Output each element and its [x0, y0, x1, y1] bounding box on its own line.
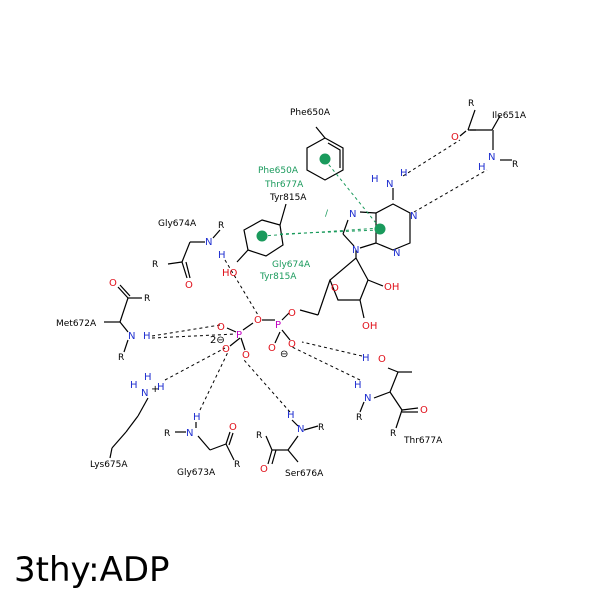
atom-label: O	[268, 343, 276, 354]
atom-label: R	[256, 431, 262, 441]
atom-label: /	[325, 209, 329, 219]
atom-label: O	[109, 278, 117, 289]
atom-label: R	[152, 260, 158, 270]
atom-label: H	[157, 382, 165, 393]
thr677-label: Thr677A	[403, 436, 443, 446]
atom-label: R	[512, 160, 518, 170]
atom-label: HO	[222, 268, 238, 279]
atom-label: H	[362, 353, 370, 364]
atom-label: N	[297, 424, 304, 435]
atom-label: OH	[384, 282, 399, 293]
atom-label: H	[287, 410, 295, 421]
atom-label: N	[128, 331, 135, 342]
atom-label: O	[288, 308, 296, 319]
tyr815-label: Tyr815A	[269, 193, 307, 203]
gly674-fragment	[167, 229, 221, 279]
atom-label: H	[478, 162, 486, 173]
atom-label: H	[354, 380, 362, 391]
lys675-fragment	[109, 397, 149, 459]
atom-label: O	[242, 350, 250, 361]
lys675-label: Lys675A	[90, 460, 128, 470]
gly673-fragment	[175, 422, 235, 461]
atom-label: ⊖	[280, 349, 288, 360]
atom-label: O	[217, 322, 225, 333]
tyr815-ring-centroid	[256, 230, 268, 242]
pi-label-gly674: Gly674A	[272, 260, 311, 270]
atom-labels: R O N H R H N H N N N N O OH OH R N H R …	[109, 99, 518, 475]
atom-label: O	[260, 464, 268, 475]
atom-label: N	[393, 248, 400, 259]
atom-label: N	[352, 245, 359, 256]
pi-interactions: /	[256, 153, 386, 242]
atom-label: N	[141, 388, 148, 399]
atom-label: R	[390, 429, 396, 439]
atom-label: H	[193, 412, 201, 423]
atom-label: N	[386, 179, 393, 190]
met672-fragment	[104, 284, 142, 353]
phe650-ring-centroid	[319, 153, 331, 165]
atom-label: +	[151, 384, 159, 395]
atom-label: O	[185, 280, 193, 291]
atom-label: O	[288, 339, 296, 350]
hydrogen-bonds	[151, 139, 488, 413]
atom-label: R	[318, 423, 324, 433]
pi-label-phe650: Phe650A	[258, 166, 299, 176]
atom-label: P	[236, 330, 242, 341]
ile651-fragment	[459, 109, 512, 161]
atom-label: R	[118, 353, 124, 363]
atom-label: P	[275, 320, 281, 331]
thr677-fragment	[359, 367, 419, 429]
atom-label: H	[144, 372, 152, 383]
atom-label: H	[400, 168, 408, 179]
atom-label: 2⊖	[210, 335, 225, 346]
residue-labels: Phe650A Ile651A Tyr815A Gly674A Met672A …	[56, 108, 527, 479]
adp-ribose	[299, 250, 384, 319]
atom-label: N	[410, 211, 417, 222]
pi-label-thr677: Thr677A	[264, 180, 304, 190]
pi-label-tyr815: Tyr815A	[259, 272, 297, 282]
gly673-label: Gly673A	[177, 468, 216, 478]
atom-label: O	[420, 405, 428, 416]
met672-label: Met672A	[56, 319, 97, 329]
phe650-label: Phe650A	[290, 108, 331, 118]
atom-label: H	[371, 174, 379, 185]
atom-label: H	[218, 250, 226, 261]
atom-label: R	[164, 429, 170, 439]
atom-label: O	[378, 354, 386, 365]
atom-label: H	[130, 380, 138, 391]
ile651-label: Ile651A	[492, 111, 527, 121]
tyr815-ring	[236, 203, 287, 263]
atom-label: H	[143, 331, 151, 342]
adp-phosphates	[226, 312, 291, 351]
ser676-label: Ser676A	[285, 469, 324, 479]
atom-label: O	[451, 132, 459, 143]
atom-label: N	[349, 209, 356, 220]
atom-label: O	[254, 315, 262, 326]
atom-label: OH	[362, 321, 377, 332]
pi-labels: Phe650A Thr677A Gly674A Tyr815A	[258, 166, 311, 282]
atom-label: R	[144, 294, 150, 304]
atom-label: R	[218, 221, 224, 231]
atom-label: N	[186, 428, 193, 439]
adenine-ring-centroid	[374, 223, 386, 235]
atom-label: N	[205, 237, 212, 248]
atom-label: O	[222, 344, 230, 355]
atom-label: O	[229, 422, 237, 433]
atom-label: N	[364, 393, 371, 404]
gly674-label: Gly674A	[158, 219, 197, 229]
diagram-title: 3thy:ADP	[14, 550, 170, 590]
phe650-ring	[306, 126, 344, 181]
atom-label: R	[468, 99, 474, 109]
atom-label: R	[234, 460, 240, 470]
atom-label: O	[331, 283, 339, 294]
atom-label: R	[356, 413, 362, 423]
ser676-fragment	[265, 419, 319, 465]
atom-label: N	[488, 152, 495, 163]
